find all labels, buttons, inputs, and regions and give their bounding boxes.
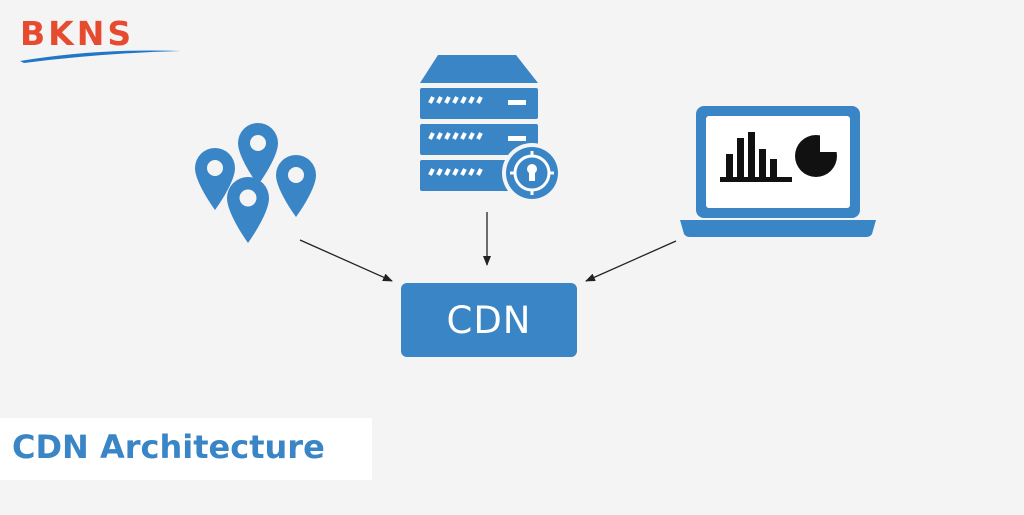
laptop-chart-icon — [680, 106, 876, 237]
caption-panel: CDN Architecture — [0, 418, 372, 480]
arrow-laptop-to-cdn — [585, 240, 677, 282]
cdn-node-label: CDN — [446, 298, 532, 342]
logo-swoosh-icon — [20, 50, 181, 63]
cdn-node: CDN — [401, 283, 577, 357]
brand-logo: BKNS — [18, 12, 183, 67]
server-icon — [420, 55, 562, 203]
diagram-caption: CDN Architecture — [12, 428, 325, 466]
location-pins-icon — [195, 123, 316, 243]
logo-text: BKNS — [20, 14, 135, 53]
arrow-pins-to-cdn — [299, 239, 393, 282]
